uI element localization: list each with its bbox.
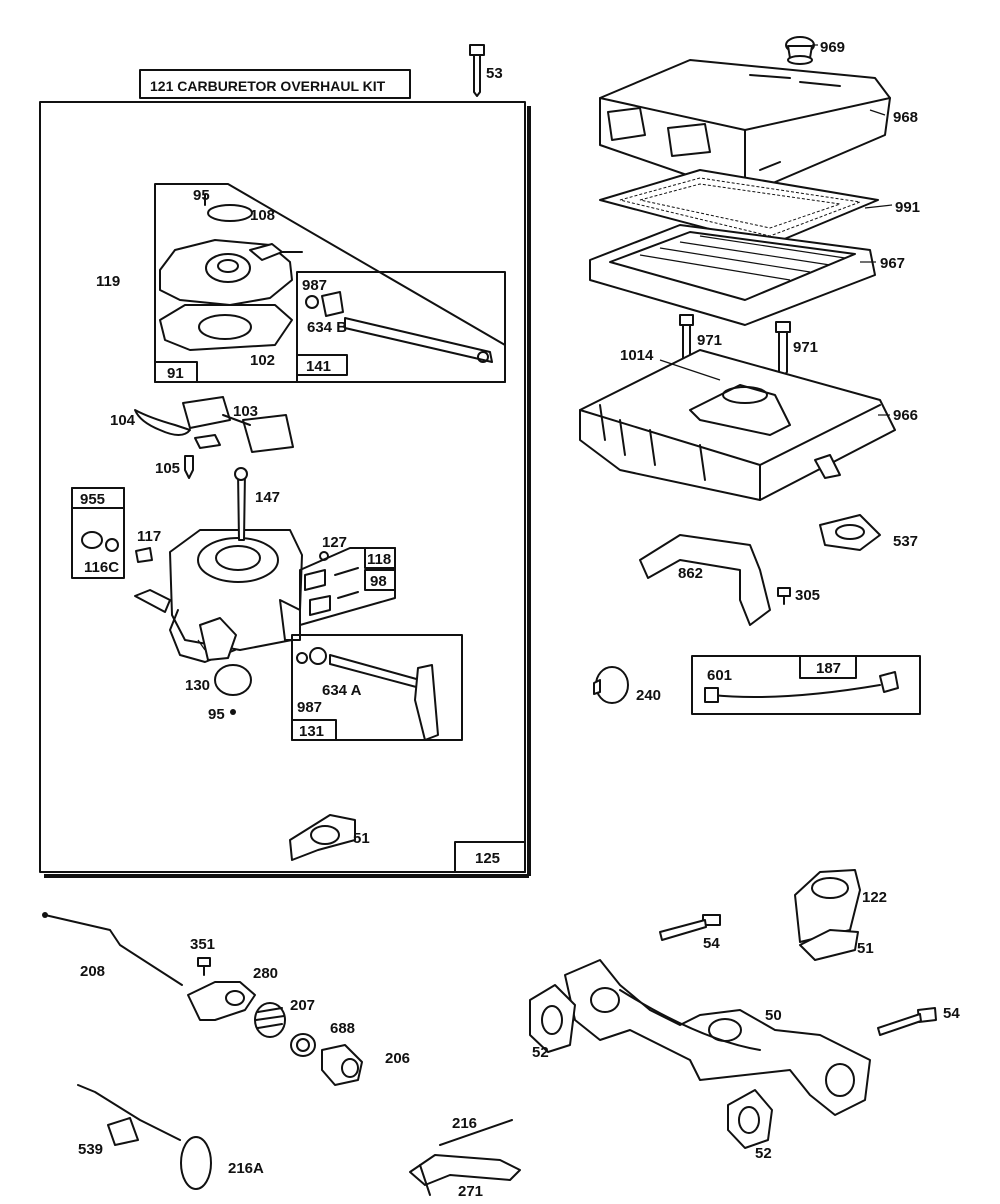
part-label-862: 862 [678,565,703,582]
box-label-91: 91 [167,365,184,382]
part-label-271: 271 [458,1183,483,1200]
part-label-51b: 51 [857,940,874,957]
float-drawing [134,396,294,479]
carburetor-cover-drawing [159,194,303,351]
part-label-53: 53 [486,65,503,82]
part-label-634a: 634 A [322,682,362,699]
part-label-122: 122 [862,889,887,906]
part-label-102: 102 [250,352,275,369]
part-label-54b: 54 [943,1005,960,1022]
part-label-105: 105 [155,460,180,477]
box-label-98: 98 [370,573,387,590]
carburetor-body-drawing [134,467,303,663]
carburetor-kit-panel: 121 CARBURETOR OVERHAUL KIT 91 141 [39,69,531,878]
part-labels: 53 969 968 991 967 971 971 1014 966 537 … [78,39,960,1200]
part-label-108: 108 [250,207,275,224]
part-label-634b: 634 B [307,319,347,336]
part-label-50: 50 [765,1007,782,1024]
part-label-971b: 971 [793,339,818,356]
box-label-187: 187 [816,660,841,677]
part-label-95a: 95 [193,187,210,204]
intake-manifold [529,869,937,1149]
part-label-127: 127 [322,534,347,551]
kit-title-box [139,69,411,99]
gasket-51-drawing [289,814,356,861]
part-label-104: 104 [110,412,136,429]
part-label-51a: 51 [353,830,370,847]
part-label-971a: 971 [697,332,722,349]
part-label-987b: 987 [297,699,322,716]
part-label-208: 208 [80,963,105,980]
part-label-119: 119 [96,273,120,290]
bowl-drawing [214,664,252,696]
part-label-539: 539 [78,1141,103,1158]
part-label-206: 206 [385,1050,410,1067]
part-label-1014: 1014 [620,347,654,364]
part-label-116c: 116C [84,559,119,576]
part-label-991: 991 [895,199,920,216]
part-label-147: 147 [255,489,280,506]
part-label-969: 969 [820,39,845,56]
leader-lines [197,44,893,651]
part-label-351: 351 [190,936,215,953]
part-label-95b: 95 [208,706,225,723]
box-label-141: 141 [306,358,331,375]
part-label-103: 103 [233,403,258,420]
part-label-967: 967 [880,255,905,272]
kit-title: 121 CARBURETOR OVERHAUL KIT [150,78,386,94]
governor-linkage [42,912,521,1196]
part-label-54a: 54 [703,935,720,952]
part-label-52b: 52 [755,1145,772,1162]
part-label-537: 537 [893,533,918,550]
part-label-688: 688 [330,1020,355,1037]
part-label-987a: 987 [302,277,327,294]
part-label-207: 207 [290,997,315,1014]
box-label-131: 131 [299,723,324,740]
part-label-966: 966 [893,407,918,424]
part-label-216a: 216A [228,1160,264,1177]
part-label-130: 130 [185,677,210,694]
part-label-52a: 52 [532,1044,549,1061]
part-label-216: 216 [452,1115,477,1132]
air-cleaner-assembly: 187 [469,36,921,715]
part-label-968: 968 [893,109,918,126]
part-label-240: 240 [636,687,661,704]
part-label-601: 601 [707,667,732,684]
throttle-shaft-141 [305,291,493,363]
part-label-117: 117 [137,528,161,545]
part-label-280: 280 [253,965,278,982]
part-label-305: 305 [795,587,820,604]
box-label-118: 118 [367,551,391,568]
box-label-955: 955 [80,491,105,508]
box-label-125: 125 [475,850,500,867]
